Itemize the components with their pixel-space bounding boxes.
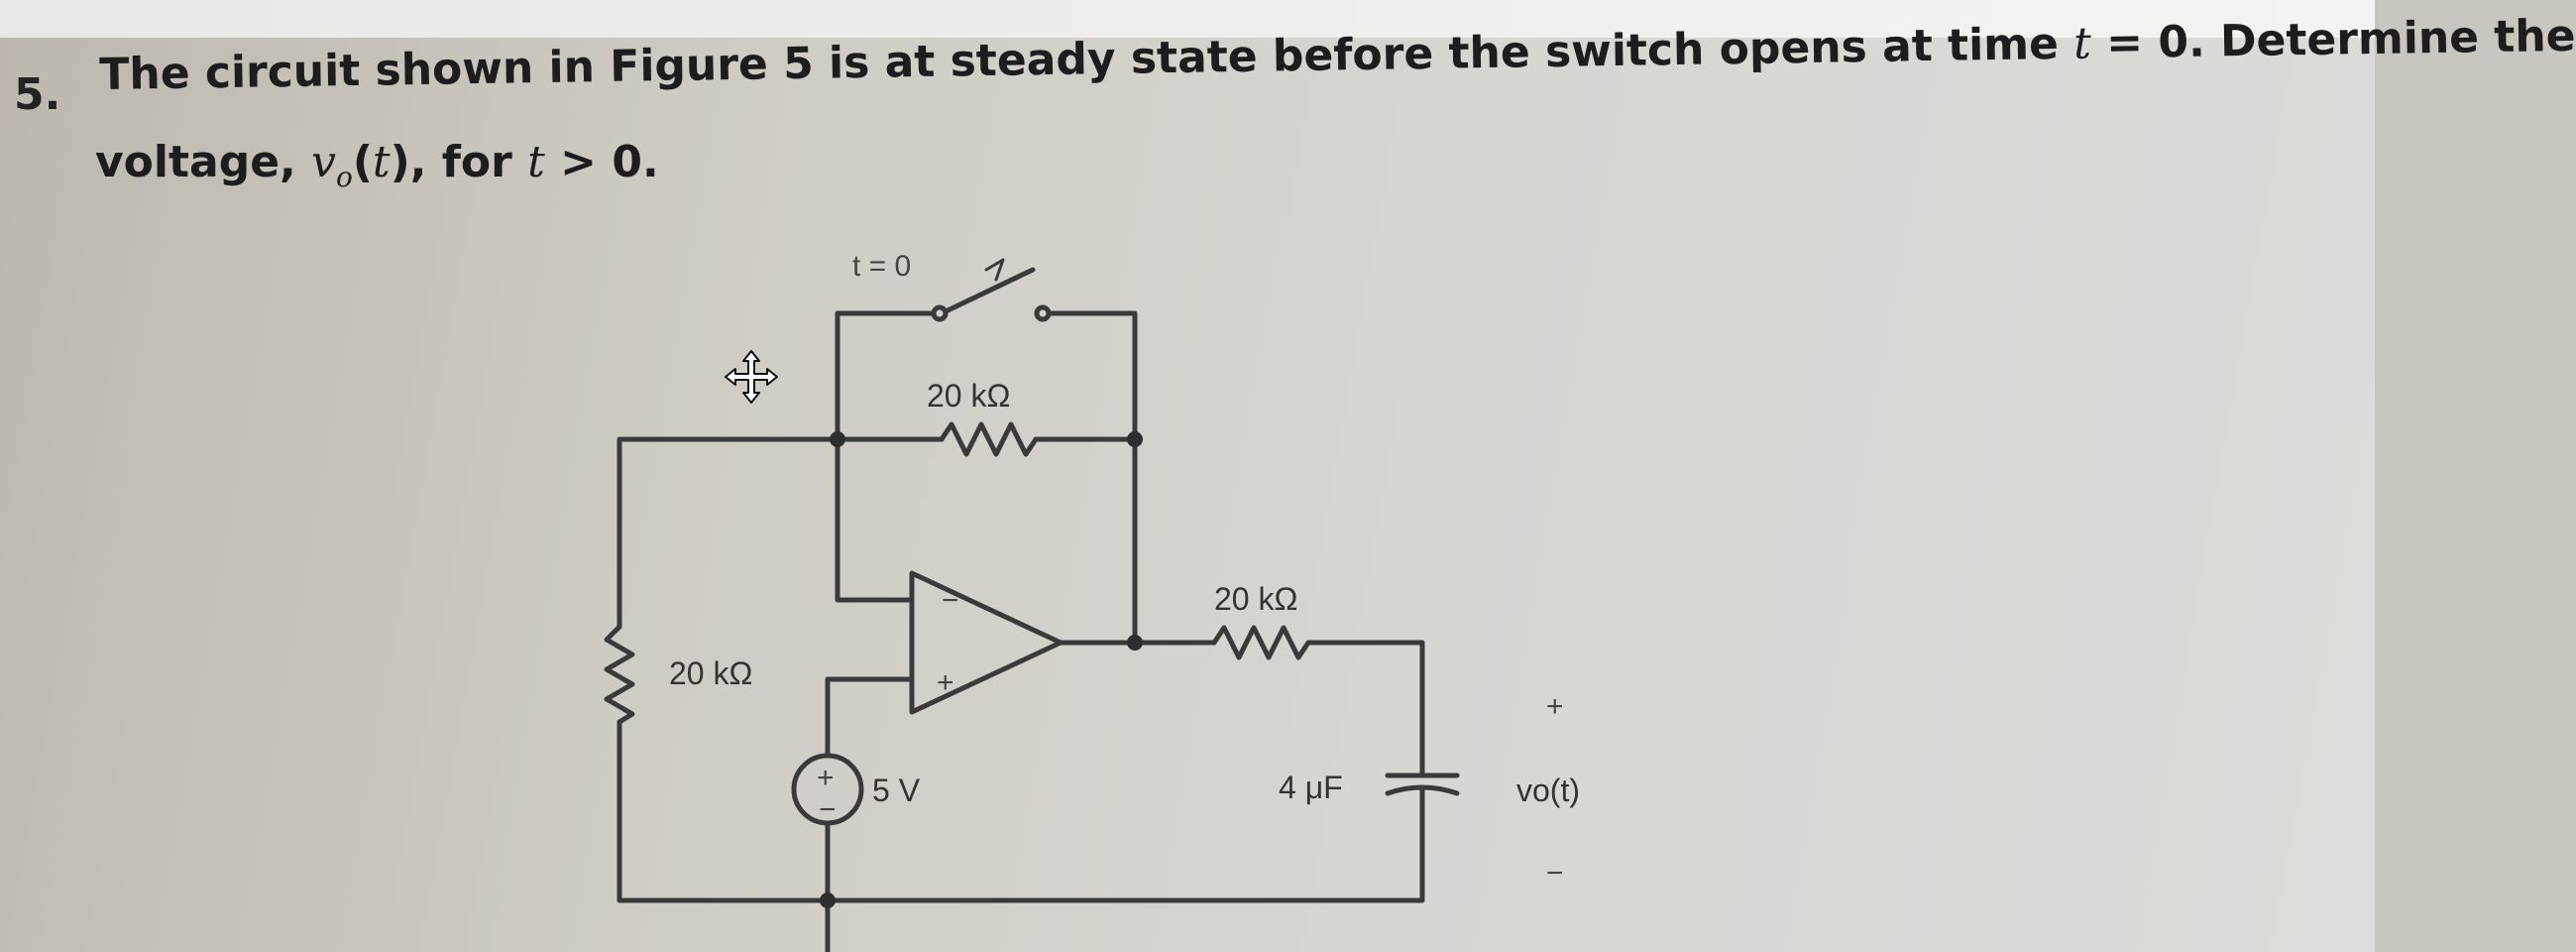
capacitor-label: 4 μF	[1279, 770, 1343, 805]
junction-bottom	[820, 892, 836, 908]
junction-output	[1127, 635, 1143, 651]
capacitor-top-wire	[1305, 640, 1425, 778]
source-plus-sign: +	[817, 762, 835, 794]
output-minus-sign: −	[1546, 857, 1564, 890]
paper-top-edge	[0, 0, 2375, 38]
q2-sub: o	[335, 160, 353, 193]
left-resistor-zigzag	[604, 624, 635, 725]
question-number: 5.	[14, 69, 61, 120]
q2-var: v	[311, 137, 336, 187]
circuit-diagram: t = 0 20 kΩ 20 kΩ 20 kΩ 5 V 4 μF vo(t) +…	[604, 250, 1580, 952]
voltage-source-circle	[791, 753, 864, 826]
switch-contact-right	[1034, 304, 1052, 322]
op-amp-triangle	[909, 570, 1064, 715]
question-text-line-2: voltage, vo(t), for t > 0.	[95, 137, 659, 193]
switch-contact-left	[931, 304, 949, 322]
feedback-resistor-label: 20 kΩ	[927, 378, 1010, 414]
noninverting-input-wire	[825, 676, 915, 759]
feedback-resistor-zigzag	[939, 421, 1039, 457]
left-top-wire	[616, 436, 840, 630]
question-block: 5. The circuit shown in Figure 5 is at s…	[0, 11, 2576, 198]
source-minus-sign: −	[819, 793, 837, 826]
junction-top-left	[830, 431, 845, 447]
q2-pre: voltage,	[95, 137, 312, 187]
switch-blade	[939, 267, 1036, 316]
opamp-minus-sign: −	[942, 584, 959, 617]
switch-label: t = 0	[852, 250, 911, 283]
inverting-input-wire	[835, 436, 915, 603]
q2-mid2: ), for	[390, 137, 528, 187]
switch-right-wire	[1043, 310, 1138, 442]
output-plus-sign: +	[1546, 690, 1564, 723]
q2-mid: (	[352, 137, 373, 187]
opamp-output-wire	[1058, 436, 1138, 646]
move-cursor-icon	[725, 350, 778, 404]
q2-post: > 0.	[544, 137, 659, 187]
q2-var3: t	[527, 137, 545, 187]
bottom-wire	[616, 719, 1425, 903]
output-resistor-zigzag	[1211, 625, 1311, 660]
q2-var2: t	[372, 137, 391, 187]
output-voltage-label: vo(t)	[1516, 773, 1580, 808]
source-label: 5 V	[872, 773, 921, 808]
switch-arrow-icon	[984, 258, 1005, 282]
switch-left-wire	[835, 310, 940, 442]
junction-top-right	[1127, 431, 1143, 447]
opamp-plus-sign: +	[937, 666, 954, 699]
output-resistor-label: 20 kΩ	[1214, 581, 1297, 617]
left-resistor-label: 20 kΩ	[669, 655, 752, 691]
